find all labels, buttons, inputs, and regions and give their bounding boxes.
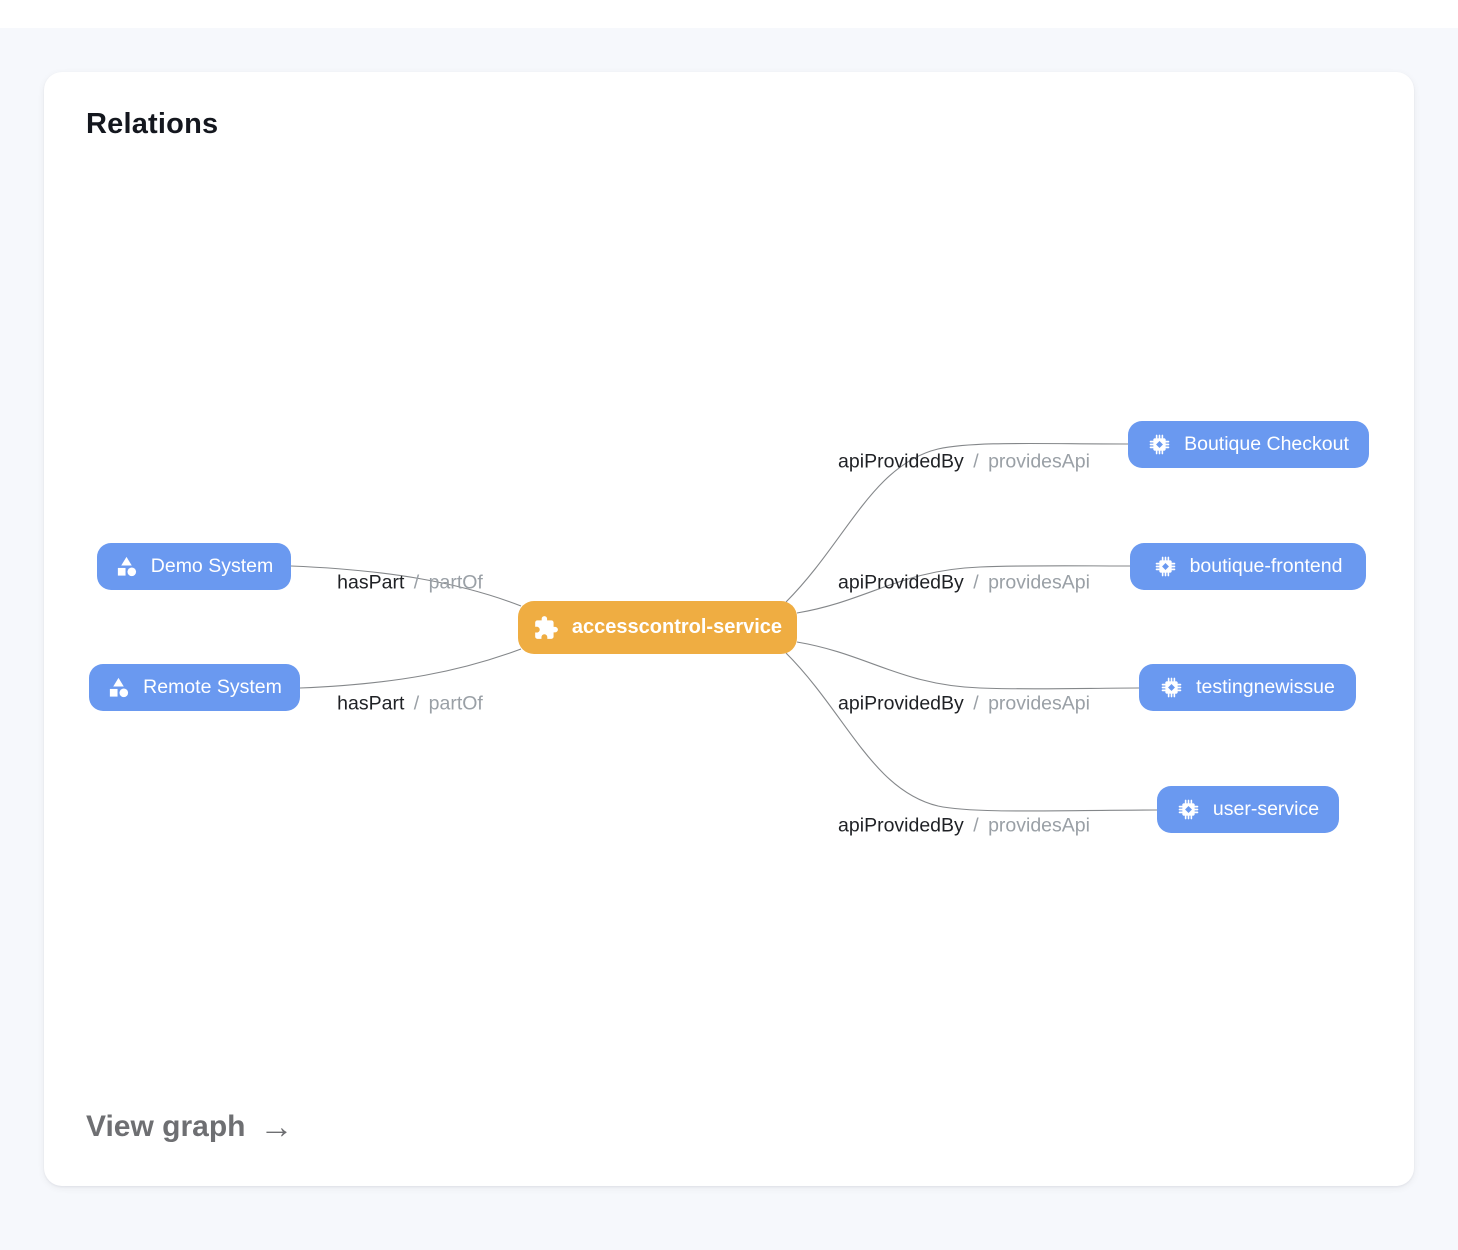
node-boutique-checkout[interactable]: Boutique Checkout	[1128, 421, 1369, 468]
top-strip	[0, 0, 1458, 28]
relation-inverse: providesApi	[988, 571, 1090, 594]
relation-name: apiProvidedBy	[838, 571, 964, 594]
node-demo-system[interactable]: Demo System	[97, 543, 291, 590]
relation-name: apiProvidedBy	[838, 814, 964, 837]
relation-inverse: providesApi	[988, 692, 1090, 715]
view-graph-label: View graph	[86, 1110, 246, 1143]
relation-separator: /	[408, 692, 425, 715]
edge-label-haspart-demo: hasPart / partOf	[337, 572, 483, 595]
relation-inverse: partOf	[428, 692, 483, 715]
relation-name: apiProvidedBy	[838, 692, 964, 715]
node-testingnewissue[interactable]: testingnewissue	[1139, 664, 1356, 711]
node-label: testingnewissue	[1196, 676, 1335, 698]
relation-separator: /	[967, 692, 985, 715]
node-label: user-service	[1212, 798, 1320, 820]
relation-name: hasPart	[337, 571, 405, 594]
relation-inverse: providesApi	[988, 450, 1090, 473]
node-label: Remote System	[143, 676, 282, 698]
component-puzzle-icon	[533, 615, 559, 641]
card-title: Relations	[86, 108, 219, 140]
node-boutique-frontend[interactable]: boutique-frontend	[1130, 543, 1366, 590]
system-icon	[115, 555, 138, 578]
relation-separator: /	[967, 814, 985, 837]
relation-inverse: providesApi	[988, 814, 1090, 837]
relation-name: apiProvidedBy	[838, 450, 964, 473]
node-label: Boutique Checkout	[1184, 433, 1349, 455]
node-remote-system[interactable]: Remote System	[89, 664, 300, 711]
node-accesscontrol-service[interactable]: accesscontrol-service	[518, 601, 797, 654]
edge-label-haspart-remote: hasPart / partOf	[337, 693, 483, 716]
edge-label-api-user-service: apiProvidedBy / providesApi	[838, 815, 1090, 838]
arrow-right-icon: →	[259, 1108, 294, 1146]
node-label: accesscontrol-service	[571, 616, 783, 638]
edge-label-api-boutique-checkout: apiProvidedBy / providesApi	[838, 451, 1090, 474]
api-chip-icon	[1148, 433, 1171, 456]
edge-label-api-boutique-frontend: apiProvidedBy / providesApi	[838, 572, 1090, 595]
edge-label-api-testingnewissue: apiProvidedBy / providesApi	[838, 693, 1090, 716]
relation-name: hasPart	[337, 692, 405, 715]
relation-separator: /	[967, 571, 985, 594]
relation-separator: /	[967, 450, 985, 473]
api-chip-icon	[1154, 555, 1177, 578]
api-chip-icon	[1177, 798, 1200, 821]
node-label: Demo System	[150, 555, 274, 577]
node-user-service[interactable]: user-service	[1157, 786, 1339, 833]
relation-separator: /	[408, 571, 425, 594]
api-chip-icon	[1160, 676, 1183, 699]
view-graph-link[interactable]: View graph →	[86, 1110, 294, 1144]
system-icon	[107, 676, 130, 699]
relation-inverse: partOf	[428, 571, 483, 594]
node-label: boutique-frontend	[1189, 555, 1343, 577]
